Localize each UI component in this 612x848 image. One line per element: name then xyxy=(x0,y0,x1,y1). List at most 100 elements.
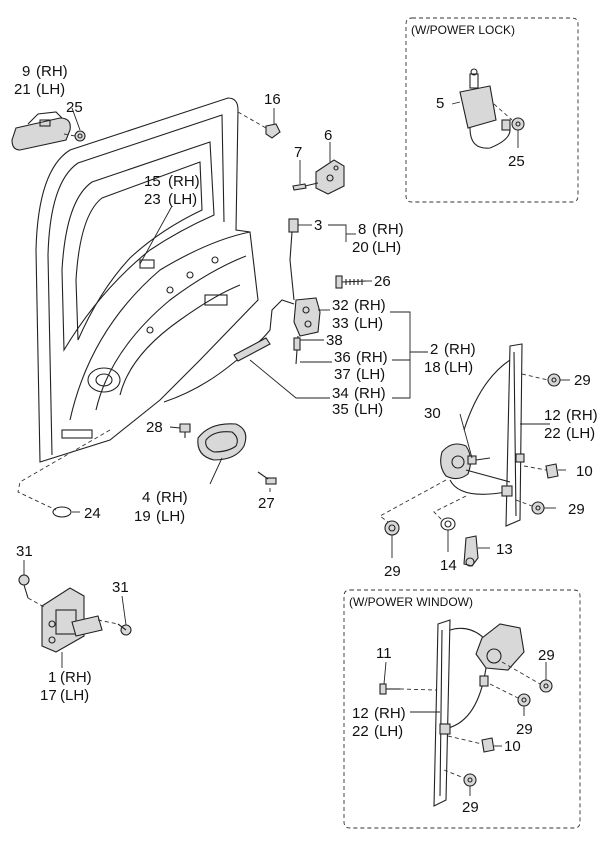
label-29-pw3: 29 xyxy=(462,799,479,816)
power-lock-box: (W/POWER LOCK) xyxy=(405,17,579,203)
label-31-right: 31 xyxy=(112,579,129,596)
label-36-side: (RH) xyxy=(356,349,388,366)
label-12-manual: 12 xyxy=(544,407,561,424)
label-34-side: (RH) xyxy=(354,385,386,402)
nut-29-upper xyxy=(547,373,561,387)
clip-10-pw xyxy=(481,737,495,753)
label-14: 14 xyxy=(440,557,457,574)
label-2-side: (RH) xyxy=(444,341,476,358)
label-10-power: 10 xyxy=(504,738,521,755)
screw-7 xyxy=(292,182,319,191)
label-36: 36 xyxy=(334,349,351,366)
label-19: 19 xyxy=(134,508,151,525)
label-20: 20 xyxy=(352,239,369,256)
clip-28 xyxy=(179,423,191,438)
label-26: 26 xyxy=(374,273,391,290)
label-22-power-side: (LH) xyxy=(374,723,403,740)
label-35-side: (LH) xyxy=(354,401,383,418)
power-window-title: (W/POWER WINDOW) xyxy=(349,595,473,609)
label-21: 21 xyxy=(14,81,31,98)
remote-cable xyxy=(163,337,271,403)
nut-29-lower xyxy=(531,501,545,515)
bolt-30 xyxy=(467,455,491,465)
bolt-31b xyxy=(117,623,132,636)
plug-24 xyxy=(52,506,72,518)
label-23: 23 xyxy=(144,191,161,208)
leader-lines xyxy=(23,101,570,796)
clip-3 xyxy=(288,218,299,301)
label-33-side: (LH) xyxy=(354,315,383,332)
label-22-manual-side: (LH) xyxy=(566,425,595,442)
washer-14 xyxy=(440,517,456,531)
label-29-lower: 29 xyxy=(568,501,585,518)
label-37: 37 xyxy=(334,366,351,383)
label-15-side: (RH) xyxy=(168,173,200,190)
label-25-lock: 25 xyxy=(508,153,525,170)
label-15: 15 xyxy=(144,173,161,190)
label-30: 30 xyxy=(424,405,441,422)
outside-handle xyxy=(11,111,71,151)
label-3: 3 xyxy=(314,217,322,234)
label-12-manual-side: (RH) xyxy=(566,407,598,424)
label-9: 9 xyxy=(22,63,30,80)
label-18-side: (LH) xyxy=(444,359,473,376)
nut-25 xyxy=(74,130,86,142)
screw-26 xyxy=(335,275,367,289)
label-6: 6 xyxy=(324,127,332,144)
label-12-power: 12 xyxy=(352,705,369,722)
clip-10-upper xyxy=(545,463,559,479)
label-37-side: (LH) xyxy=(356,366,385,383)
label-24: 24 xyxy=(84,505,101,522)
label-23-side: (LH) xyxy=(168,191,197,208)
label-4-side: (RH) xyxy=(156,489,188,506)
label-35: 35 xyxy=(332,401,349,418)
door-latch xyxy=(255,297,321,365)
label-32: 32 xyxy=(332,297,349,314)
label-21-side: (LH) xyxy=(36,81,65,98)
label-25-handle: 25 xyxy=(66,99,83,116)
power-lock-actuator xyxy=(459,68,511,149)
label-11: 11 xyxy=(376,645,392,662)
grommet-16 xyxy=(265,123,281,139)
striker-6 xyxy=(315,159,345,195)
window-crank-13 xyxy=(463,535,479,567)
label-33: 33 xyxy=(332,315,349,332)
nut-29-pw1 xyxy=(539,679,553,693)
nut-29-pw2 xyxy=(517,693,531,707)
door-check xyxy=(41,587,103,653)
label-8-side: (RH) xyxy=(372,221,404,238)
callout-labels: 9 (RH) 21 (LH) 25 16 7 6 15 (RH) 23 (LH)… xyxy=(14,63,598,816)
label-32-side: (RH) xyxy=(354,297,386,314)
nut-25-lock xyxy=(511,117,525,131)
label-29-pw1: 29 xyxy=(538,647,555,664)
label-1: 1 xyxy=(48,669,56,686)
nut-29-pw3 xyxy=(463,773,477,787)
label-31-left: 31 xyxy=(16,543,33,560)
screw-27 xyxy=(257,471,277,485)
label-5: 5 xyxy=(436,95,444,112)
label-4: 4 xyxy=(142,489,150,506)
label-19-side: (LH) xyxy=(156,508,185,525)
label-7: 7 xyxy=(294,144,302,161)
label-18: 18 xyxy=(424,359,441,376)
label-13: 13 xyxy=(496,541,513,558)
label-38: 38 xyxy=(326,332,343,349)
label-29-crank: 29 xyxy=(384,563,401,580)
label-22-power: 22 xyxy=(352,723,369,740)
bolt-11 xyxy=(379,683,400,695)
door-panel xyxy=(35,97,259,463)
power-window-box: (W/POWER WINDOW) xyxy=(343,589,581,829)
inside-handle xyxy=(197,423,247,461)
label-10-manual: 10 xyxy=(576,463,593,480)
label-17-side: (LH) xyxy=(60,687,89,704)
label-17: 17 xyxy=(40,687,57,704)
label-20-side: (LH) xyxy=(372,239,401,256)
label-8: 8 xyxy=(358,221,366,238)
label-29-upper: 29 xyxy=(574,372,591,389)
label-34: 34 xyxy=(332,385,349,402)
label-9-side: (RH) xyxy=(36,63,68,80)
label-1-side: (RH) xyxy=(60,669,92,686)
bolt-31a xyxy=(18,574,30,599)
